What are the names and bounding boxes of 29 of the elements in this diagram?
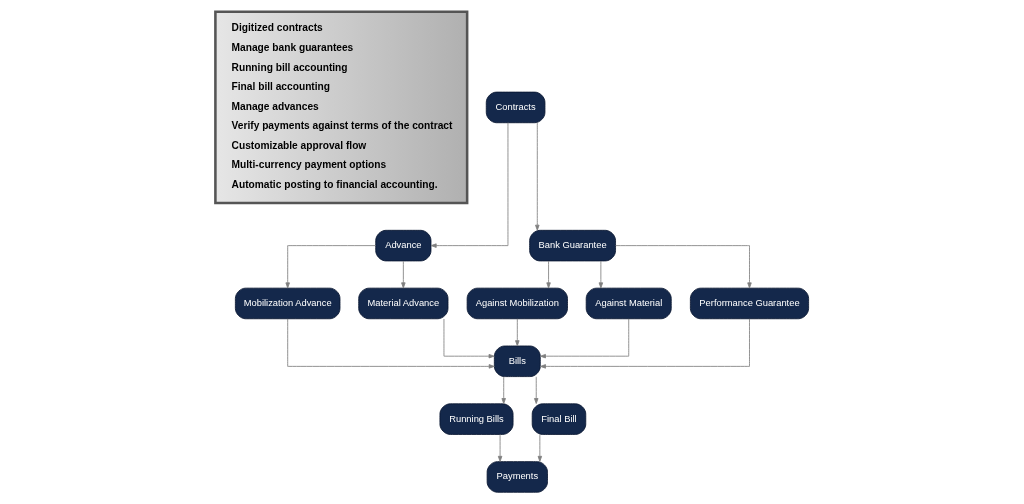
node-box: Against Material — [585, 287, 672, 320]
arrow — [598, 260, 604, 289]
arrow — [501, 376, 506, 404]
arrow — [534, 376, 539, 404]
arrow — [401, 260, 406, 289]
arrow — [539, 318, 630, 359]
arrow — [537, 434, 543, 462]
node-box: Performance Guarantee — [689, 287, 810, 320]
node-box: Payments — [486, 461, 548, 493]
arrow — [287, 318, 495, 369]
arrow — [540, 318, 750, 369]
node-box: Bank Guarantee — [529, 229, 616, 262]
node-box: Bills — [493, 345, 541, 377]
arrow — [546, 260, 551, 289]
node-box: Running Bills — [439, 403, 514, 435]
arrow — [497, 434, 503, 462]
node-box: Against Mobilization — [466, 287, 568, 320]
node-box: Digitized contracts Manage bank guarantees Running bill accounting Final bill accounting Manage advances Verify payments against terms of the contract Customizable approval flow Multi-currency payment options Automatic posting to financial accounting. — [214, 10, 469, 205]
node-box: Final Bill — [531, 403, 587, 435]
arrow — [430, 122, 509, 248]
arrow — [443, 318, 495, 359]
arrow — [285, 245, 377, 289]
arrow — [515, 318, 520, 347]
node-box: Contracts — [485, 91, 546, 124]
arrow — [535, 122, 540, 231]
arrow — [615, 245, 752, 289]
node-box: Advance — [375, 229, 432, 262]
node-box: Mobilization Advance — [234, 287, 341, 320]
node-box: Material Advance — [358, 287, 449, 320]
